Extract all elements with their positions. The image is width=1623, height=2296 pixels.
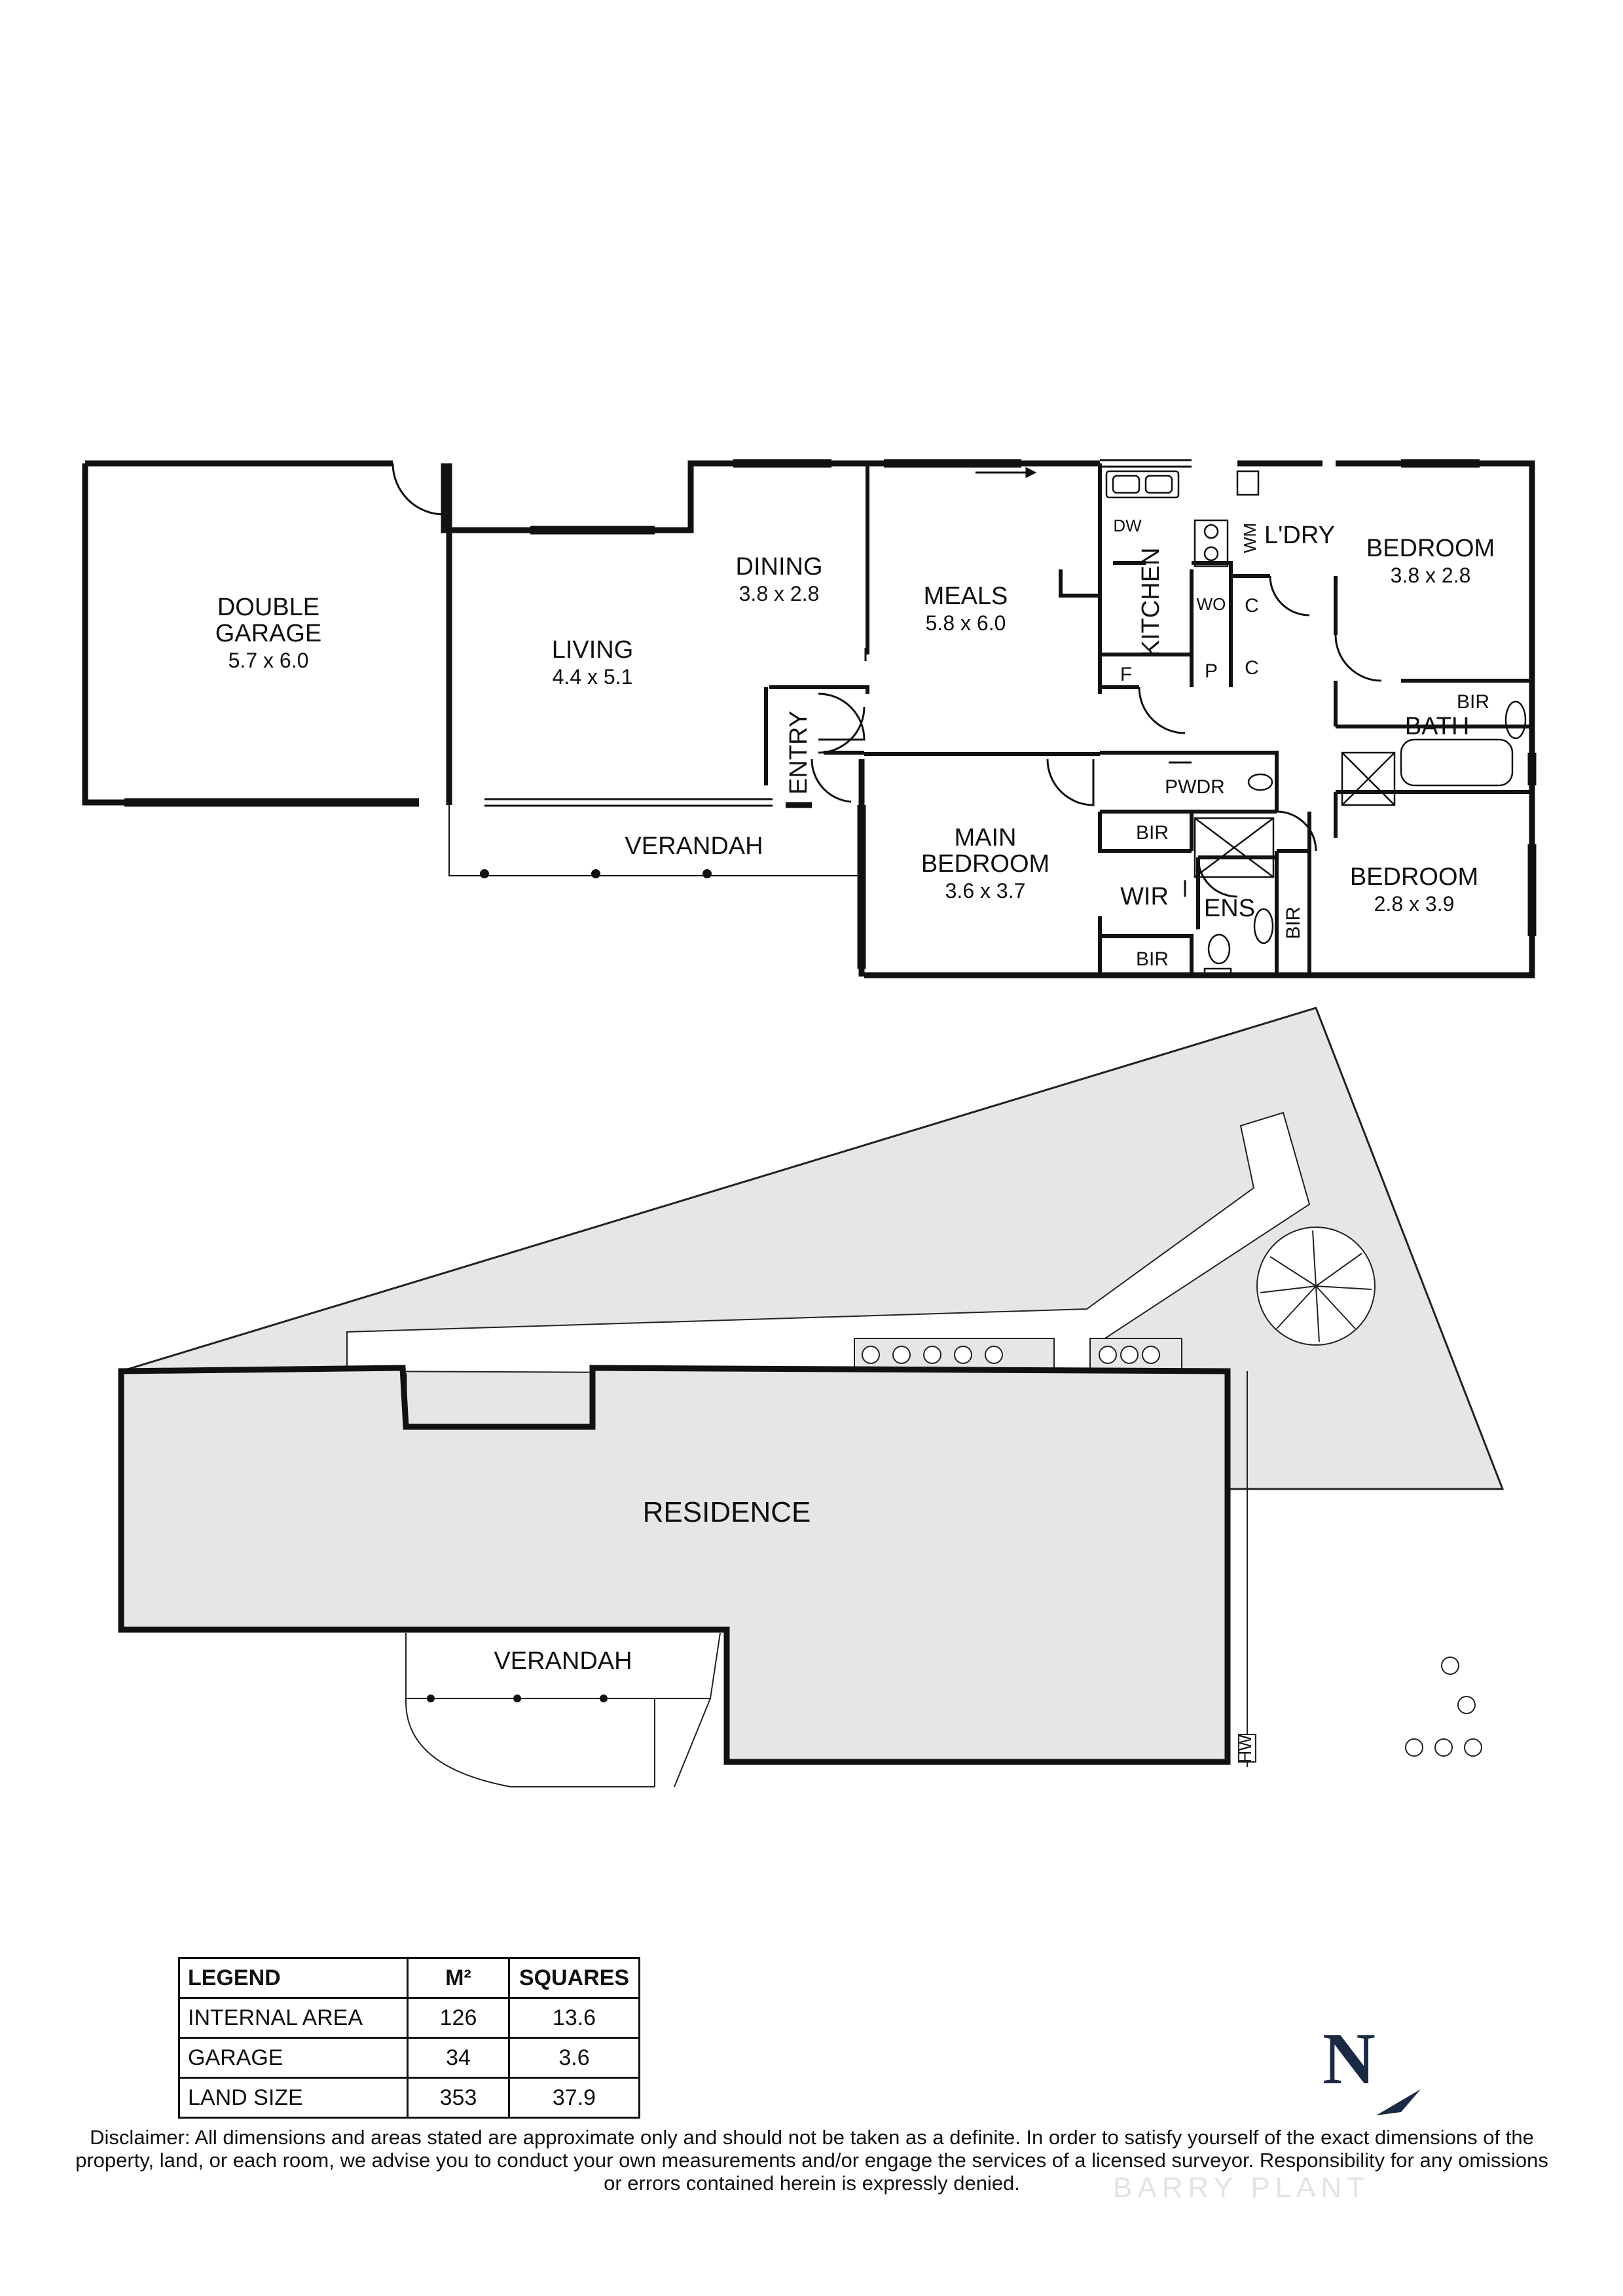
label-ensuite: ENS xyxy=(1204,895,1255,922)
floor-plan xyxy=(82,459,1537,978)
label-bir-bedroom-se: BIR xyxy=(1283,906,1304,939)
room-name-bedroom-se: BEDROOM xyxy=(1350,863,1478,891)
label-dw: DW xyxy=(1113,516,1142,535)
room-labels: DOUBLE GARAGE 5.7 x 6.0 LIVING 4.4 x 5.1… xyxy=(215,516,1495,970)
legend-header-squares: SQUARES xyxy=(508,1957,640,1999)
verandah xyxy=(448,805,858,878)
legend-header-m2: M² xyxy=(407,1957,510,1999)
label-kitchen: KITCHEN xyxy=(1137,548,1165,657)
label-p: P xyxy=(1205,660,1218,682)
room-name-living: LIVING xyxy=(552,636,634,664)
watermark: BARRY PLANT xyxy=(1113,2172,1370,2204)
room-name-meals: MEALS xyxy=(924,583,1008,610)
door-swings xyxy=(392,463,1382,898)
label-wir: WIR xyxy=(1120,883,1169,910)
legend-row-squares: 3.6 xyxy=(508,2037,640,2079)
label-bir-wir-top: BIR xyxy=(1136,822,1169,844)
legend-row: GARAGE 34 3.6 xyxy=(178,2037,640,2079)
north-arrow-icon: N xyxy=(1322,2017,1427,2115)
legend-table: LEGEND M² SQUARES INTERNAL AREA 126 13.6… xyxy=(178,1957,640,2119)
legend-row-m2: 353 xyxy=(407,2077,510,2119)
windows xyxy=(124,459,1537,969)
label-c-2: C xyxy=(1245,657,1259,679)
label-residence: RESIDENCE xyxy=(643,1496,811,1528)
legend-header-row: LEGEND M² SQUARES xyxy=(178,1957,640,1999)
interior-walls xyxy=(764,463,1532,975)
legend-row-label: INTERNAL AREA xyxy=(178,1997,409,2039)
room-dims-bedroom-se: 2.8 x 3.9 xyxy=(1374,892,1455,916)
legend-row-squares: 37.9 xyxy=(508,2077,640,2119)
label-wo: WO xyxy=(1197,594,1226,614)
label-bath: BATH xyxy=(1405,713,1470,740)
room-name-main-bedroom-2: BEDROOM xyxy=(921,850,1049,878)
room-dims-bedroom-ne: 3.8 x 2.8 xyxy=(1391,564,1471,587)
legend-row-label: GARAGE xyxy=(178,2037,409,2079)
legend-row: INTERNAL AREA 126 13.6 xyxy=(178,1997,640,2039)
label-c-1: C xyxy=(1245,595,1259,617)
room-name-main-bedroom: MAIN xyxy=(955,824,1017,852)
label-powder: PWDR xyxy=(1165,776,1225,798)
label-site-verandah: VERANDAH xyxy=(494,1647,632,1675)
room-name-bedroom-ne: BEDROOM xyxy=(1366,535,1495,562)
room-dims-meals: 5.8 x 6.0 xyxy=(926,611,1006,635)
room-name-garage: DOUBLE xyxy=(217,594,319,621)
label-bir-wir-bottom: BIR xyxy=(1136,948,1169,970)
site-plan: HW RESIDENCE VERANDAH xyxy=(118,1007,1504,1787)
legend-row: LAND SIZE 353 37.9 xyxy=(178,2077,640,2119)
legend-header-label: LEGEND xyxy=(178,1957,409,1999)
label-verandah: VERANDAH xyxy=(625,833,763,860)
room-dims-main-bedroom: 3.6 x 3.7 xyxy=(945,879,1026,903)
label-bir-bath: BIR xyxy=(1457,691,1489,713)
label-laundry: L'DRY xyxy=(1264,522,1335,549)
sliding-arrows xyxy=(864,467,1192,897)
shrubs xyxy=(862,1346,1482,1757)
room-name-garage-2: GARAGE xyxy=(215,620,322,647)
legend-row-squares: 13.6 xyxy=(508,1997,640,2039)
label-entry: ENTRY xyxy=(785,711,812,795)
room-dims-living: 4.4 x 5.1 xyxy=(553,665,633,689)
legend-row-label: LAND SIZE xyxy=(178,2077,409,2119)
residence-footprint xyxy=(118,1365,1231,1765)
tree-icon-1 xyxy=(1256,1227,1376,1346)
legend-row-m2: 34 xyxy=(407,2037,510,2079)
room-name-dining: DINING xyxy=(736,553,823,581)
site-verandah xyxy=(405,1632,721,1787)
legend-row-m2: 126 xyxy=(407,1997,510,2039)
room-dims-dining: 3.8 x 2.8 xyxy=(739,582,820,605)
disclaimer: Disclaimer: All dimensions and areas sta… xyxy=(75,2126,1548,2195)
label-hw: HW xyxy=(1235,1734,1255,1763)
label-f: F xyxy=(1120,664,1132,685)
hot-water-unit xyxy=(1238,1734,1256,1763)
room-dims-garage: 5.7 x 6.0 xyxy=(228,649,309,672)
fixtures xyxy=(1105,470,1527,978)
label-wm: WM xyxy=(1240,523,1260,553)
north-letter: N xyxy=(1322,2018,1376,2100)
north-pointer-icon xyxy=(1376,2089,1421,2115)
